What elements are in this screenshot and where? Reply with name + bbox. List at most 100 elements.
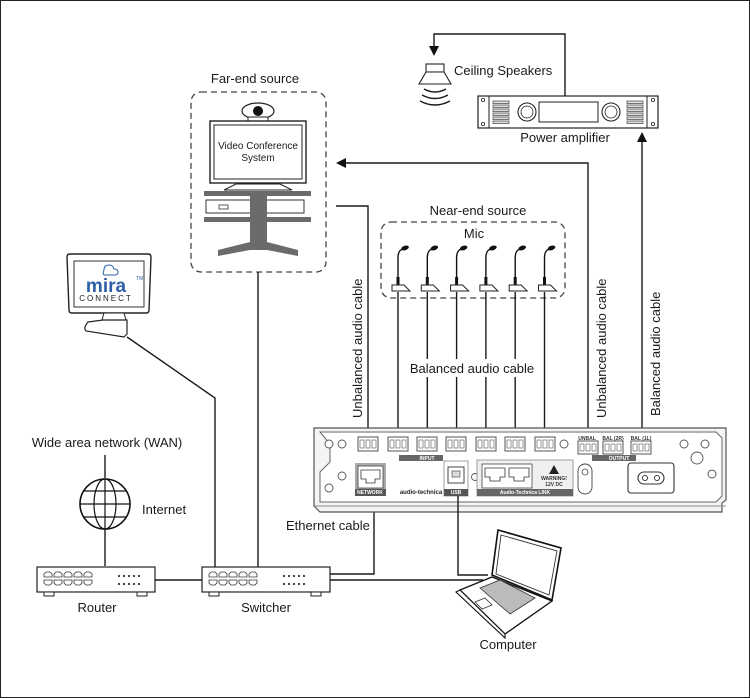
internet-label: Internet: [142, 502, 186, 517]
warning-icon: [549, 465, 559, 474]
mira-trademark: TM: [136, 276, 143, 282]
mic-head-icon: [489, 245, 497, 251]
input-terminal[interactable]: [504, 436, 526, 452]
status-led: [302, 574, 306, 578]
ethernet-port-icon: [208, 571, 218, 578]
input-label: INPUT: [420, 456, 435, 462]
ethernet-port-icon: [228, 579, 238, 586]
mic-base-icon: [508, 284, 529, 292]
ethernet-port-icon: [248, 571, 258, 578]
computer-label: Computer: [479, 637, 537, 652]
status-led: [137, 582, 141, 586]
link-jack-icon: [484, 467, 506, 482]
internet-globe[interactable]: [79, 478, 131, 530]
output-terminal[interactable]: [577, 440, 599, 455]
unbalanced-output-cable: [336, 158, 589, 436]
status-led: [132, 574, 136, 578]
ethernet-port-icon: [53, 571, 63, 578]
mic-head-icon: [547, 245, 556, 251]
input-terminal[interactable]: [475, 436, 497, 452]
mic[interactable]: [479, 245, 500, 292]
network-port[interactable]: NETWORK: [355, 463, 386, 496]
status-led: [302, 582, 306, 586]
status-led: [132, 582, 136, 586]
mic-label: Mic: [464, 226, 485, 241]
power-amplifier[interactable]: [477, 95, 659, 129]
unbalanced-output-cable-label: Unbalanced audio cable: [594, 279, 609, 419]
ceiling-speakers-label: Ceiling Speakers: [454, 63, 553, 78]
ethernet-port-icon: [43, 571, 53, 578]
mira-logo: mira: [86, 276, 127, 297]
audio-technica-link-ports[interactable]: WARNING! 12V DC Audio-Technica LINK: [476, 459, 574, 497]
mic-base-icon: [538, 284, 558, 292]
ground-lug: [577, 463, 593, 495]
balanced-output-cable-label: Balanced audio cable: [648, 292, 663, 416]
wan-label: Wide area network (WAN): [32, 435, 183, 450]
input-terminal[interactable]: [445, 436, 467, 452]
input-label-bar: [399, 455, 443, 461]
mic-base-icon: [479, 284, 500, 292]
input-terminal[interactable]: [416, 436, 438, 452]
mira-switcher-cable: [126, 336, 216, 567]
status-led: [297, 574, 301, 578]
input-terminal[interactable]: [534, 436, 556, 452]
mic[interactable]: [420, 245, 441, 292]
unbalanced-input-cable-label: Unbalanced audio cable: [350, 279, 365, 419]
output-label-bar: [592, 455, 636, 461]
ethernet-port-icon: [73, 579, 83, 586]
router-label: Router: [77, 600, 117, 615]
mic-group: [391, 245, 558, 292]
switcher[interactable]: [201, 566, 331, 597]
output-terminal[interactable]: [602, 440, 624, 455]
power-inlet[interactable]: [627, 462, 675, 494]
router[interactable]: [36, 566, 156, 597]
ethernet-port-icon: [83, 571, 93, 578]
ethernet-port-icon: [53, 579, 63, 586]
status-led: [287, 582, 291, 586]
mic[interactable]: [391, 245, 412, 292]
ethernet-cable-line: [330, 495, 375, 575]
power-amplifier-label: Power amplifier: [520, 130, 610, 145]
usb-port[interactable]: USB: [443, 460, 469, 497]
out-bal2-label: BAL (2R): [602, 436, 624, 442]
status-led: [292, 574, 296, 578]
ceiling-speakers[interactable]: [418, 63, 452, 106]
mira-connect-text: CONNECT: [79, 294, 133, 303]
unbalanced-input-cable: [336, 205, 373, 438]
computer-laptop[interactable]: [455, 528, 562, 640]
output-label: OUTPUT: [609, 456, 630, 462]
network-label: NETWORK: [357, 490, 383, 496]
mic[interactable]: [538, 245, 558, 292]
status-led: [117, 582, 121, 586]
input-terminal[interactable]: [387, 436, 409, 452]
ethernet-port-icon: [228, 571, 238, 578]
mic[interactable]: [450, 245, 470, 292]
video-conference-system[interactable]: Video Conference System: [204, 102, 311, 256]
input-terminal[interactable]: [357, 436, 379, 452]
speaker-cable: [429, 33, 566, 96]
ethernet-port-icon: [73, 571, 83, 578]
power-socket-icon: [637, 471, 665, 485]
mic-base-icon: [450, 284, 470, 292]
usb-label: USB: [451, 490, 462, 496]
status-led: [122, 582, 126, 586]
status-led: [287, 574, 291, 578]
warning-label: WARNING!: [541, 476, 567, 482]
mic-base-icon: [391, 284, 412, 292]
brand-label: audio-technica: [400, 490, 443, 496]
amp-display: [538, 101, 599, 123]
trackpad-icon: [474, 597, 493, 610]
mic-head-icon: [459, 245, 468, 251]
audio-technica-back-panel[interactable]: INPUT OUTPUT UNBAL BAL (2R) BAL (1L) NET…: [313, 427, 727, 513]
mic-base-icon: [420, 284, 441, 292]
output-terminal[interactable]: [630, 440, 652, 455]
ethernet-jack-icon: [360, 469, 381, 484]
output-terminal-blocks: [577, 440, 652, 455]
mira-connect-tablet[interactable]: mira TM CONNECT: [66, 253, 152, 338]
mic[interactable]: [508, 245, 529, 292]
status-led: [137, 574, 141, 578]
cloud-icon: [102, 264, 119, 276]
ethernet-port-icon: [208, 579, 218, 586]
out-unbal-label: UNBAL: [578, 436, 596, 442]
